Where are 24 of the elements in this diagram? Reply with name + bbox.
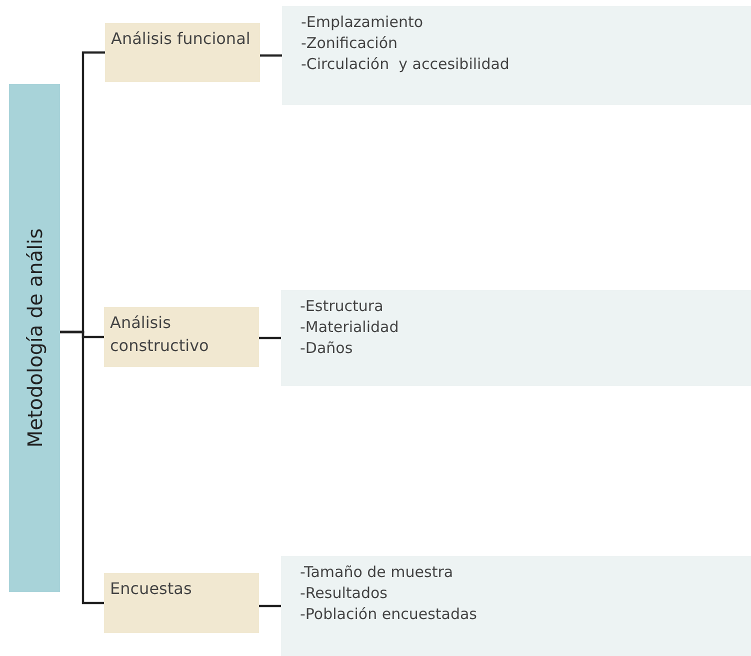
list-item: -Zonificación bbox=[301, 33, 398, 54]
connector-line bbox=[259, 336, 281, 340]
list-item: -Población encuestadas bbox=[300, 604, 477, 625]
connector-line bbox=[260, 54, 282, 57]
list-item: -Materialidad bbox=[300, 317, 399, 338]
category-box bbox=[104, 307, 259, 367]
category-box bbox=[105, 23, 260, 82]
detail-box bbox=[281, 556, 751, 656]
vertical-title-bar bbox=[9, 84, 60, 592]
detail-box bbox=[282, 6, 751, 105]
connector-line bbox=[259, 604, 281, 608]
list-item: -Tamaño de muestra bbox=[300, 562, 454, 583]
list-item: -Daños bbox=[300, 338, 353, 359]
category-label: Encuestas bbox=[110, 578, 193, 600]
list-item: -Circulación y accesibilidad bbox=[301, 54, 510, 75]
list-item: -Emplazamiento bbox=[301, 12, 424, 33]
connector-line bbox=[60, 330, 104, 604]
list-item: -Resultados bbox=[300, 583, 388, 604]
title-text: Metodología de anális bbox=[22, 228, 46, 448]
category-label: Análisis funcional bbox=[111, 28, 252, 50]
detail-box bbox=[281, 290, 751, 386]
category-box bbox=[104, 573, 259, 633]
category-label: Análisis constructivo bbox=[110, 312, 210, 357]
list-item: -Estructura bbox=[300, 296, 384, 317]
